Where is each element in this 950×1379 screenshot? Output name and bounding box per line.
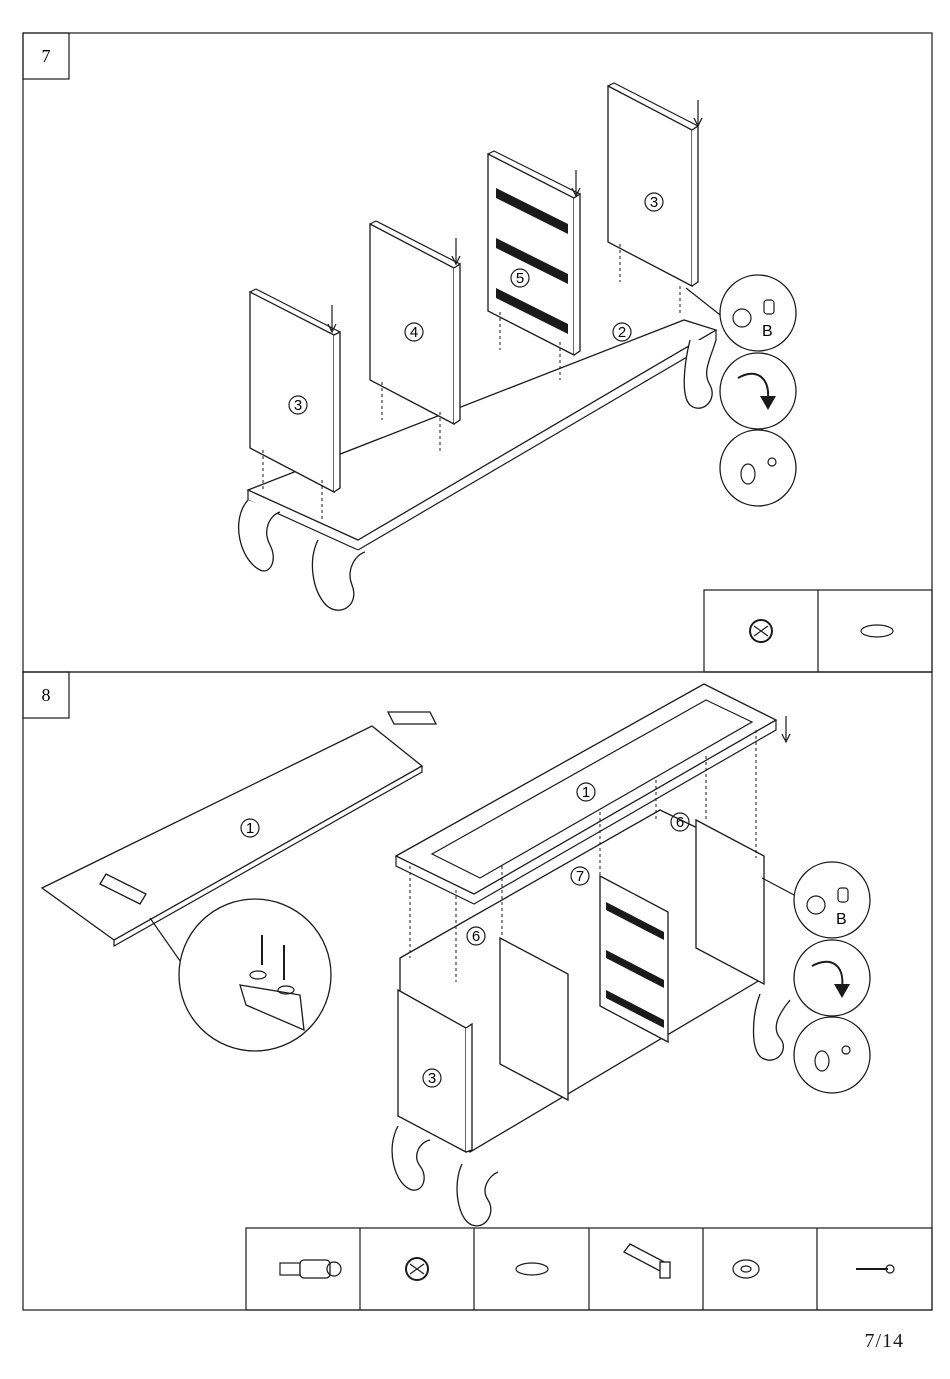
callout-drawer-side: 5	[516, 270, 524, 287]
step-7-side-panel-left: 3	[250, 289, 340, 492]
step-8-detail-callouts: B	[762, 862, 870, 1093]
callout-door-left: 6	[472, 928, 480, 945]
cam-lock-icon	[406, 1258, 428, 1280]
callout-door-right: 6	[676, 814, 684, 831]
step-8-hardware-table	[246, 1228, 932, 1310]
step-7-panel: 7 2 3 4	[23, 33, 932, 672]
screw-icon	[856, 1265, 894, 1273]
callout-drawer-side-8: 7	[576, 868, 584, 885]
detail-letter-step-7: B	[762, 323, 773, 340]
step-7-divider-panel: 4	[370, 221, 460, 424]
callout-side-8: 3	[428, 1070, 436, 1087]
step-7-number: 7	[42, 46, 51, 66]
step-7-hardware-table	[704, 590, 932, 672]
step-8-panel: 8 1 1	[23, 672, 932, 1310]
callout-base: 2	[618, 324, 626, 341]
step-8-number: 8	[42, 685, 51, 705]
callout-top-panel: 1	[246, 820, 254, 837]
callout-side-left: 3	[294, 397, 302, 414]
step-7-side-panel-right: 3	[608, 83, 702, 286]
step-7-drawer-side-panel: 5	[488, 151, 580, 355]
step-8-cabinet: 1 6 7 6 3	[392, 684, 790, 1226]
bracket-icon	[624, 1244, 670, 1278]
washer-icon	[733, 1260, 759, 1278]
cam-bolt-icon	[280, 1260, 341, 1278]
callout-side-right: 3	[650, 194, 658, 211]
cam-hole-icon	[861, 625, 893, 637]
callout-top-assembled: 1	[582, 784, 590, 801]
cam-lock-icon	[750, 620, 772, 642]
cam-hole-icon	[516, 1263, 548, 1275]
page-number: 7/14	[864, 1330, 904, 1353]
detail-letter-step-8: B	[836, 911, 847, 928]
step-8-screw-detail	[150, 899, 331, 1051]
callout-divider: 4	[410, 324, 418, 341]
